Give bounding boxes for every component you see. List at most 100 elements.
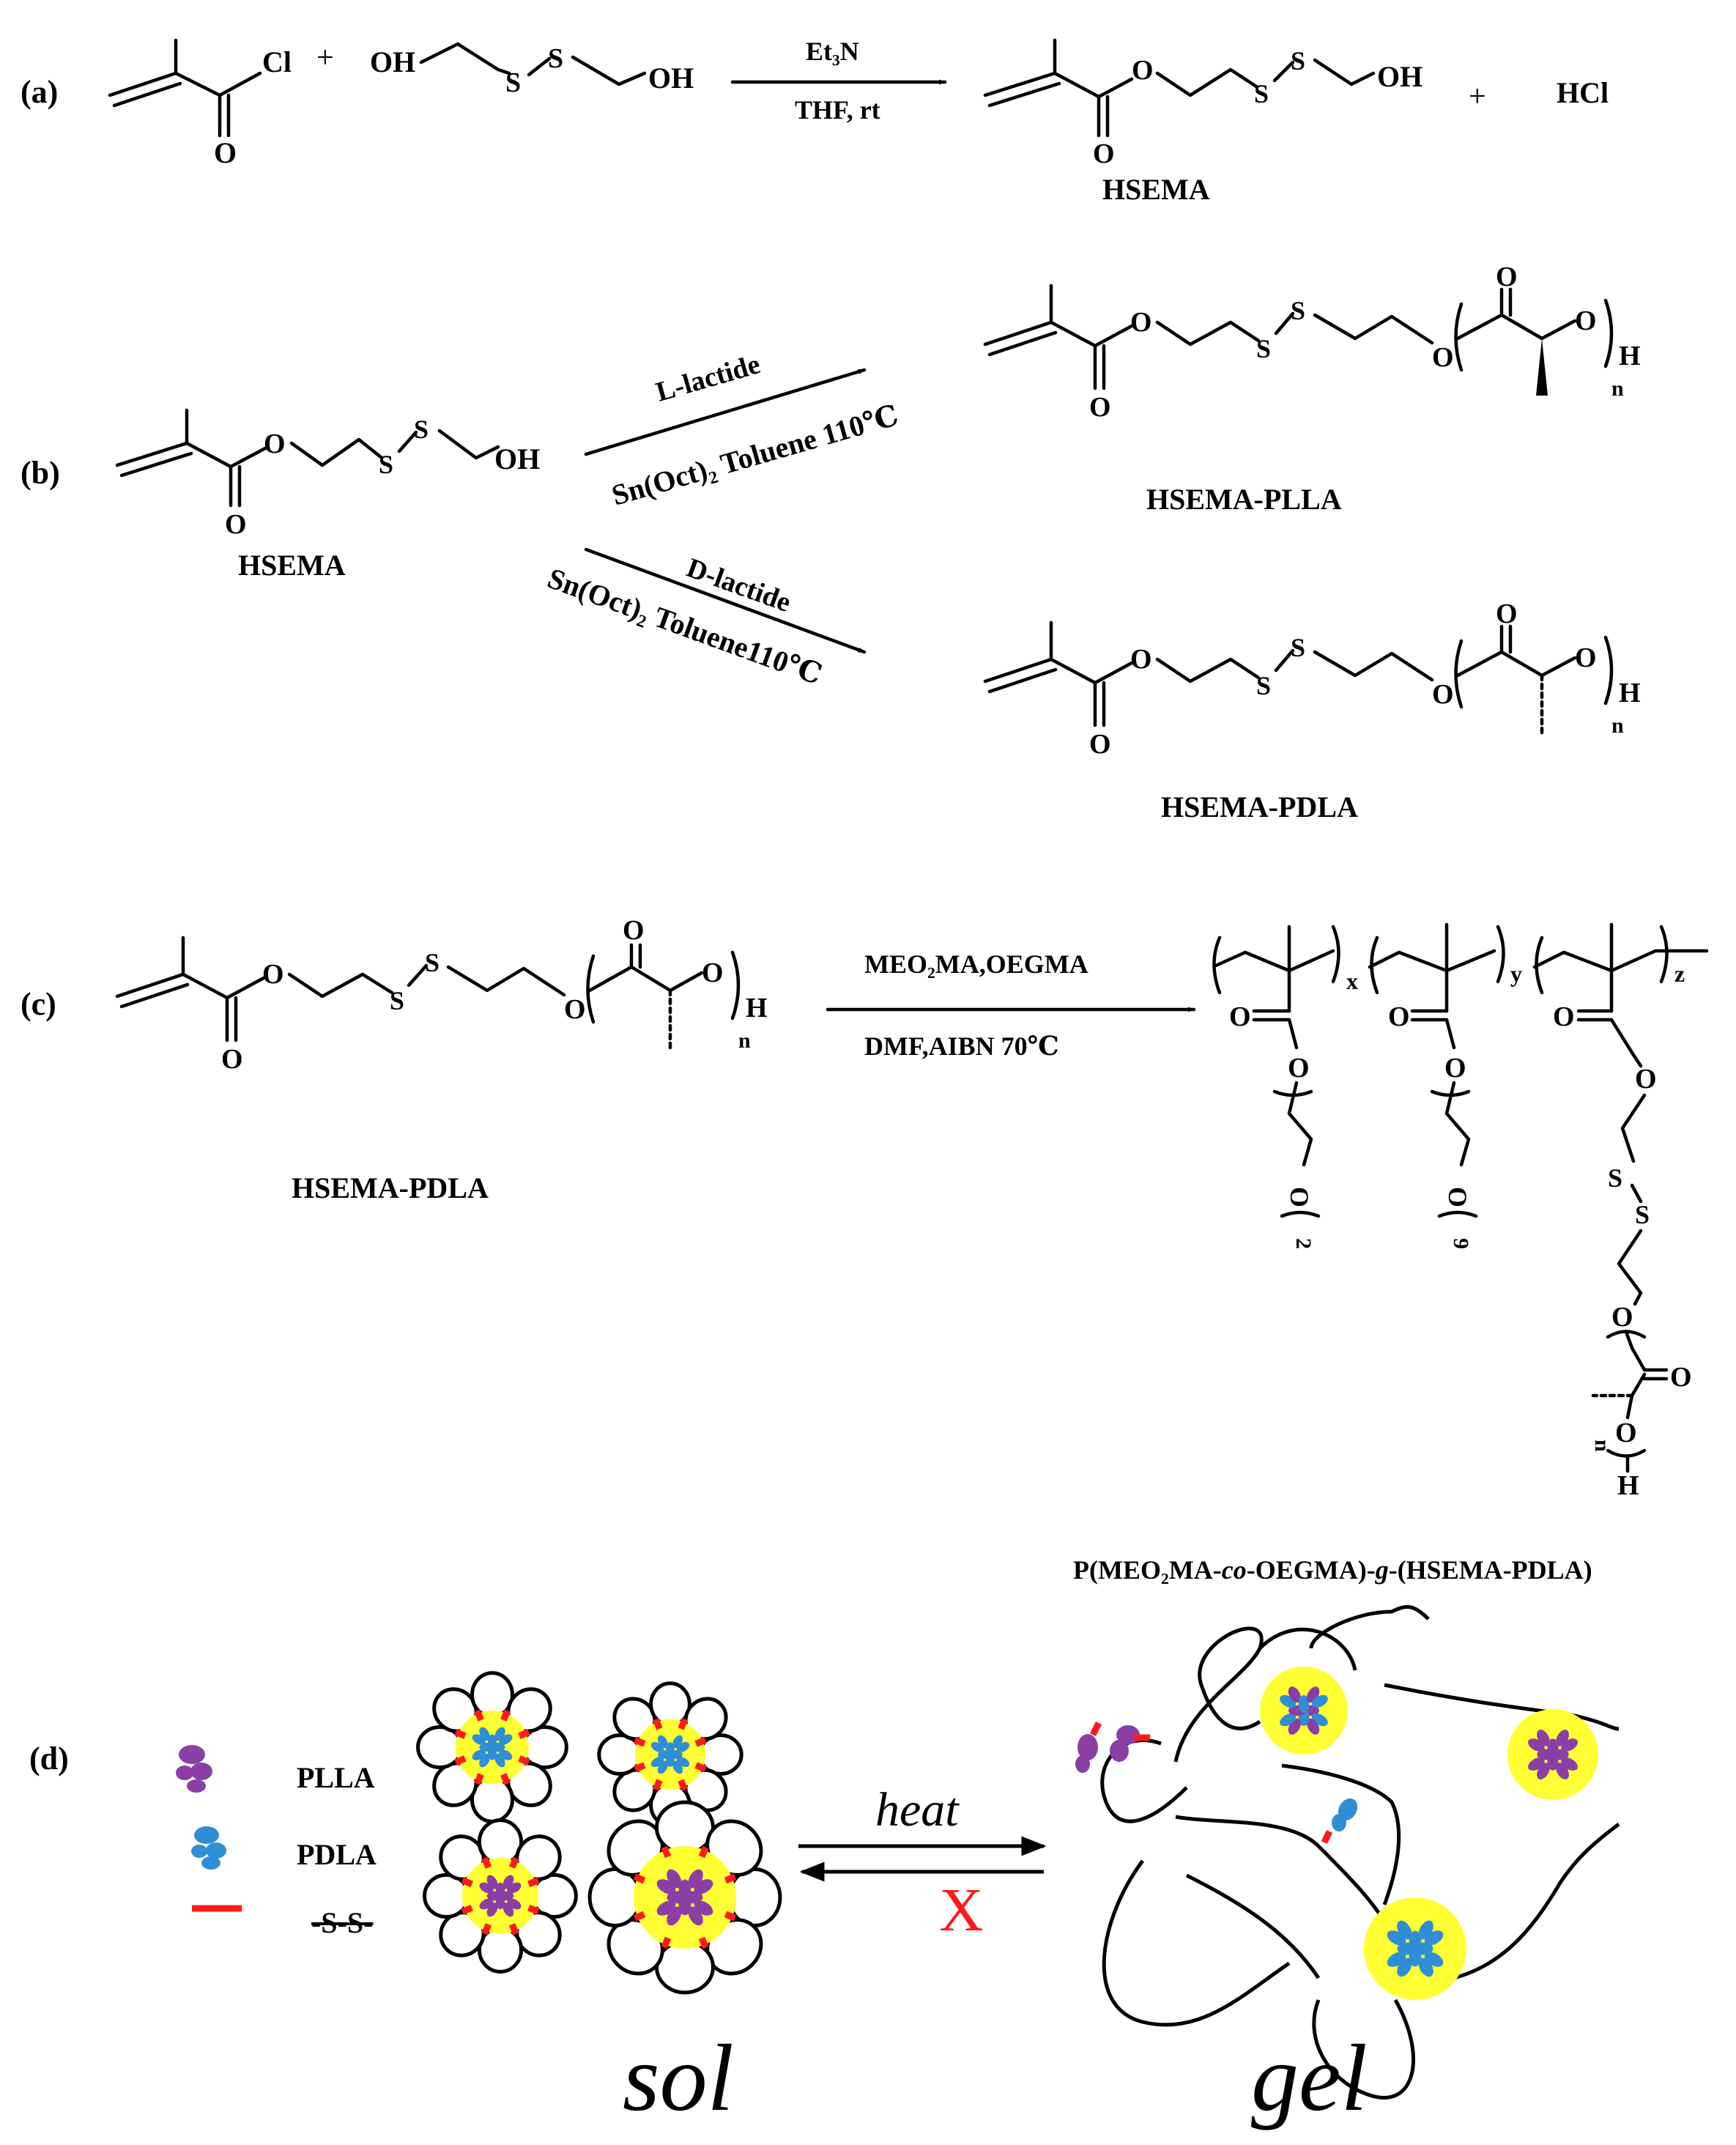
sc2-ether-o: O bbox=[1443, 1187, 1472, 1207]
micelle-chain-blob bbox=[1537, 1730, 1550, 1746]
gel-network-chains bbox=[1100, 1604, 1620, 2100]
micelle-chain-blob bbox=[666, 1742, 675, 1757]
micelle-ss-bond bbox=[474, 1773, 484, 1785]
micelle-ss-bond bbox=[678, 1718, 689, 1730]
sc3-o3: O bbox=[1611, 1302, 1633, 1333]
micelle-chain-blob bbox=[1424, 1930, 1444, 1946]
c-n: n bbox=[738, 1029, 751, 1053]
sc3-s2: S bbox=[1635, 1200, 1650, 1229]
micelle-ss-bond bbox=[698, 1936, 709, 1949]
micelle-chain-blob bbox=[678, 1879, 691, 1900]
c-s2: S bbox=[425, 948, 439, 977]
plla-s1: S bbox=[1256, 334, 1271, 363]
pdla-s2: S bbox=[1291, 633, 1305, 662]
upper-conditions: Sn(Oct)₂ Toluene 110℃ bbox=[608, 399, 902, 512]
micelle-ss-bond bbox=[461, 1904, 473, 1915]
sc3-s1: S bbox=[1608, 1163, 1622, 1193]
micelle-chain-blob bbox=[494, 1754, 505, 1768]
micelle-chain-blob bbox=[1306, 1718, 1320, 1735]
panel-c-label: (c) bbox=[21, 986, 56, 1022]
micelle-ss-bond bbox=[633, 1911, 646, 1922]
micelle-chain-blob bbox=[672, 1760, 683, 1774]
product-carbonyl-oxygen: O bbox=[1093, 138, 1115, 169]
c-o3: O bbox=[564, 994, 586, 1025]
copolymer-name: P(MEO₂MA-co-OEGMA)-g-(HSEMA-PDLA) bbox=[1073, 1555, 1592, 1585]
sc1-carbonyl-o: O bbox=[1229, 1001, 1251, 1032]
micelle-ss-bond bbox=[694, 1736, 707, 1747]
micelle-petal bbox=[470, 1671, 514, 1719]
micelle-petal bbox=[423, 1872, 470, 1919]
free-pdla-fragment bbox=[1321, 1798, 1358, 1844]
pdla-o5: O bbox=[1575, 642, 1597, 673]
micelle-ss-bond bbox=[481, 1856, 492, 1869]
c-s1: S bbox=[390, 986, 404, 1015]
gel-label: gel bbox=[1251, 2026, 1368, 2131]
micelle-chain-blob bbox=[1547, 1738, 1559, 1757]
plus-sign-1: + bbox=[316, 41, 334, 75]
micelle-petal bbox=[649, 1681, 691, 1727]
equilibrium-arrows: heat X bbox=[798, 1783, 1047, 1944]
micelle-ss-bond bbox=[661, 1845, 672, 1859]
free-plla-fragment bbox=[1075, 1721, 1150, 1773]
subscript-y: y bbox=[1510, 960, 1522, 987]
pdla-o3: O bbox=[1432, 679, 1454, 710]
sc1-ester-o: O bbox=[1288, 1053, 1310, 1083]
micelle-petal bbox=[655, 1800, 715, 1856]
micelle-petal bbox=[477, 1818, 524, 1866]
subscript-x: x bbox=[1346, 968, 1358, 994]
hydroxyl-right: OH bbox=[648, 62, 694, 95]
micelle-ss-bond bbox=[508, 1923, 519, 1935]
b-hydroxyl: OH bbox=[494, 442, 540, 475]
panel-b: (b) O O S S OH HSEMA L-lactide Sn(Oct)₂ … bbox=[21, 262, 1641, 823]
micelle-chain-blob bbox=[1397, 1920, 1412, 1940]
hsema-pdla-label-b: HSEMA-PDLA bbox=[1161, 790, 1358, 823]
hsema-product-structure: O O S S OH bbox=[983, 38, 1422, 169]
c-reagent-top: MEO₂MA,OEGMA bbox=[864, 949, 1088, 979]
plla-o3: O bbox=[1432, 342, 1454, 373]
b-carbonyl-oxygen: O bbox=[225, 509, 247, 540]
micelle-chain-blob bbox=[1387, 1952, 1406, 1967]
micelle-ss-bond bbox=[500, 1773, 511, 1785]
micelle-chain-blob bbox=[1528, 1757, 1545, 1771]
micelle-ss-bond bbox=[661, 1936, 672, 1949]
legend-pdla-label: PDLA bbox=[297, 1838, 376, 1871]
micelle-chain-blob bbox=[499, 1734, 513, 1745]
micelle-petal bbox=[727, 1867, 782, 1927]
reagent-et3n: Et₃N bbox=[806, 37, 859, 66]
sol-micelle-plla-1 bbox=[423, 1818, 578, 1974]
legend-plla-label: PLLA bbox=[297, 1761, 375, 1794]
micelle-chain-blob bbox=[495, 1882, 505, 1898]
upper-arrow-b bbox=[584, 368, 867, 456]
chloride-atom: Cl bbox=[262, 45, 292, 78]
product-sulfur-2: S bbox=[1291, 46, 1305, 75]
b-ester-oxygen: O bbox=[264, 429, 286, 459]
plla-s2: S bbox=[1291, 296, 1305, 325]
micelle-petal bbox=[521, 1725, 568, 1769]
micelle-chain-blob bbox=[479, 1898, 494, 1910]
c-o4: O bbox=[623, 915, 645, 946]
plus-sign-2: + bbox=[1469, 80, 1486, 114]
micelle-ss-bond bbox=[678, 1779, 689, 1791]
sc3-carbonyl-o: O bbox=[1553, 1001, 1575, 1032]
pdla-o1: O bbox=[1130, 644, 1152, 675]
micelle-petal bbox=[530, 1872, 578, 1919]
dithiodiethanol-structure: OH S S OH bbox=[370, 42, 694, 98]
micelle-chain-blob bbox=[657, 1735, 668, 1749]
plla-o1: O bbox=[1130, 307, 1152, 338]
micelle-chain-blob bbox=[1409, 1930, 1422, 1952]
micelle-petal bbox=[587, 1867, 642, 1927]
micelle-ss-bond bbox=[652, 1718, 663, 1730]
panel-d: (d) PLLA PDLA -S-S- bbox=[29, 1604, 1620, 2131]
legend-pdla-swatch bbox=[191, 1826, 226, 1870]
micelle-ss-bond bbox=[634, 1762, 646, 1773]
micelle-chain-blob bbox=[667, 1869, 682, 1889]
sc2-repeat: 9 bbox=[1449, 1238, 1473, 1249]
micelle-ss-bond bbox=[481, 1923, 492, 1935]
micelle-petal bbox=[477, 1926, 524, 1974]
sc1-ether-o: O bbox=[1285, 1187, 1314, 1207]
micelle-petal bbox=[697, 1733, 743, 1776]
c-hsema-pdla-structure: O O S S O O O H n bbox=[115, 915, 768, 1075]
legend-ss-label: -S-S- bbox=[311, 1906, 373, 1939]
hsema-pdla-label-c: HSEMA-PDLA bbox=[292, 1171, 489, 1204]
